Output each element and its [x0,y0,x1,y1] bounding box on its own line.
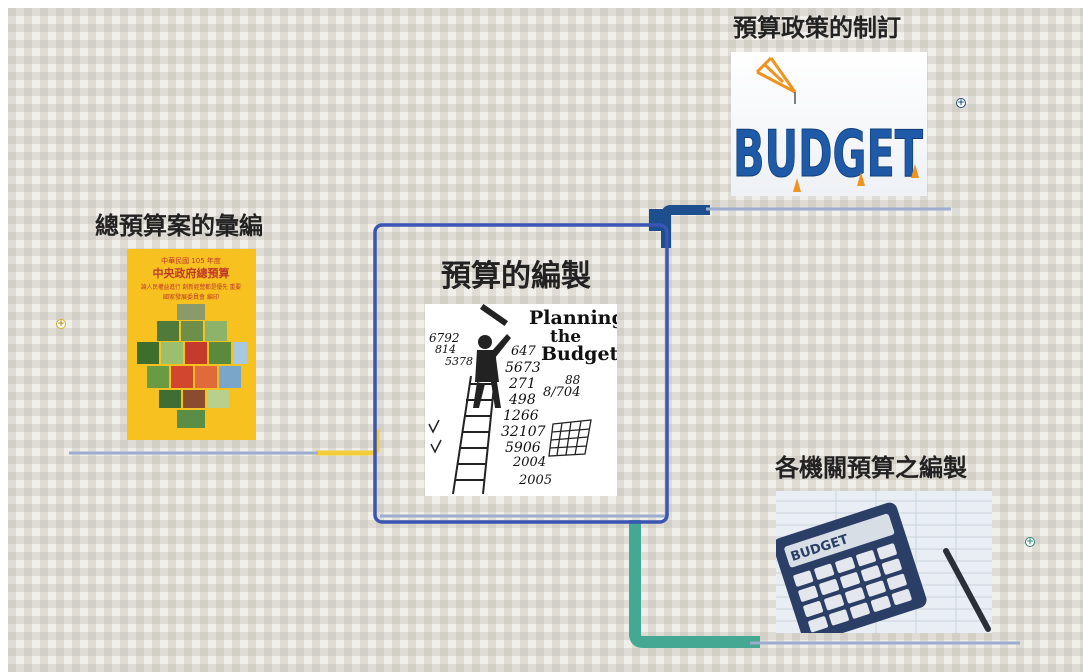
ladder [452,375,496,495]
num-10: 88 [565,373,581,387]
num-8: 32107 [501,424,546,440]
heading-line3: Budget [541,343,617,365]
cover-line1: 中華民國 105 年度 [161,256,221,265]
central-topic-title: 預算的編製 [441,259,591,294]
branch-bottom-image: BUDGET [776,491,992,633]
heading-line2: the [550,327,581,347]
cover-line2: 中央政府總預算 [153,266,230,280]
connector-top [661,205,710,248]
num-1: 814 [435,343,456,356]
num-7: 1266 [503,408,539,424]
num-12: 2004 [512,455,546,470]
calculator: BUDGET [776,502,927,633]
branch-top-image: BUDGET [731,52,927,196]
traffic-cones [793,164,919,192]
num-13: 2005 [518,473,552,488]
pen [943,548,991,632]
expand-icon[interactable]: + [1025,537,1035,547]
branch-left-title: 總預算案的彙編 [95,212,263,240]
num-4: 5673 [505,360,541,376]
figure [473,304,511,408]
mini-grid [548,419,592,457]
crane [755,56,797,94]
central-topic-frame [373,223,669,524]
planning-budget-illustration: Planning the Budget 6792 814 5378 647 56… [428,304,617,495]
num-11: 8/704 [543,385,580,400]
branch-left-image: 中華民國 105 年度 中央政府總預算 論人民權益進行 創新經營都是優先 重要 … [127,249,256,440]
expand-icon[interactable]: + [956,98,966,108]
cover-line4: 國家發展委員會 編印 [163,293,219,301]
heading-line1: Planning [529,307,617,329]
num-9: 5906 [505,440,541,456]
branch-top-title: 預算政策的制訂 [733,14,901,42]
num-2: 5378 [445,355,473,368]
budget-book-cover: 中華民國 105 年度 中央政府總預算 論人民權益進行 創新經營都是優先 重要 … [137,256,247,428]
num-0: 6792 [429,331,460,345]
checkmarks [428,419,442,454]
central-topic-image: Planning the Budget 6792 814 5378 647 56… [425,304,617,496]
num-3: 647 [511,344,537,359]
connector-left [316,429,380,456]
branch-bottom-title: 各機關預算之編製 [775,454,967,482]
num-6: 498 [508,392,536,408]
budget-word: BUDGET [733,118,923,192]
cover-line3: 論人民權益進行 創新經營都是優先 重要 [141,283,241,291]
photo-collage [137,304,247,428]
calculator-spreadsheet-illustration: BUDGET [776,491,992,633]
budget-crane-illustration: BUDGET [733,56,924,193]
num-5: 271 [508,376,536,392]
connector-bottom [629,520,760,648]
expand-icon[interactable]: + [56,319,66,329]
